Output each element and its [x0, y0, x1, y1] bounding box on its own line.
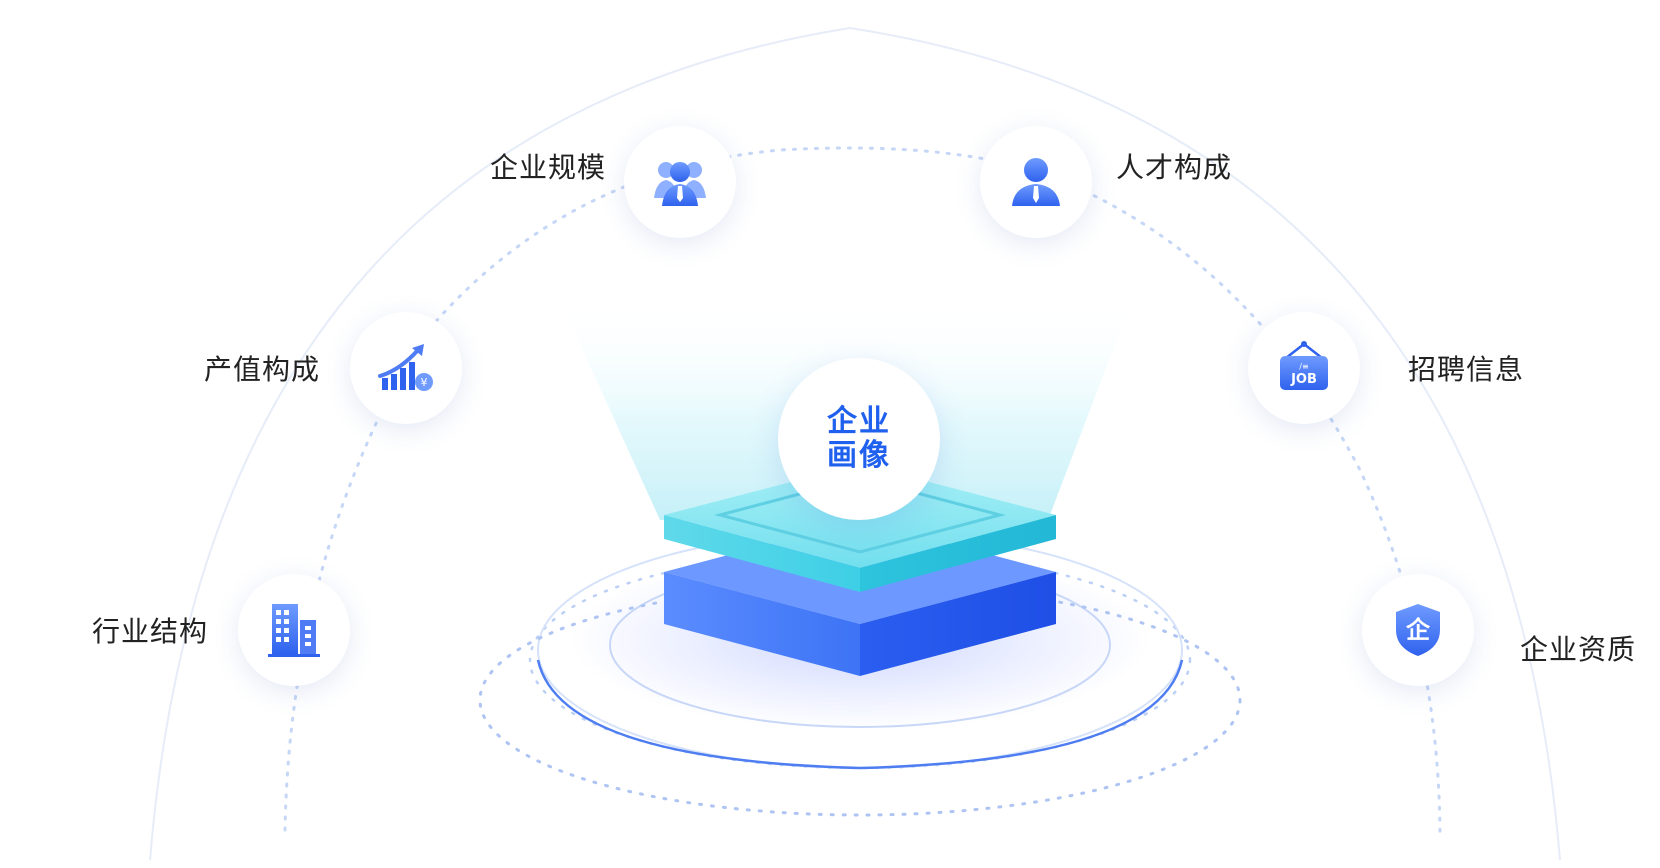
label-recruitment-info: 招聘信息 [1408, 353, 1525, 386]
label-enterprise-scale: 企业规模 [490, 151, 607, 184]
center-title-line2: 画像 [827, 438, 891, 473]
growth-chart-yen-icon: ¥ [378, 344, 433, 391]
svg-text:¥: ¥ [421, 376, 428, 389]
node-enterprise-qualification[interactable]: 企 [1362, 574, 1474, 686]
label-output-value: 产值构成 [204, 353, 321, 386]
svg-text:/≡: /≡ [1299, 362, 1308, 371]
label-enterprise-qualification: 企业资质 [1520, 633, 1637, 666]
node-industry-structure[interactable] [238, 574, 350, 686]
node-enterprise-scale[interactable] [624, 126, 736, 238]
label-talent-composition: 人才构成 [1116, 151, 1233, 184]
svg-text:企: 企 [1406, 616, 1431, 644]
node-output-value[interactable]: ¥ [350, 312, 462, 424]
label-industry-structure: 行业结构 [92, 615, 209, 648]
center-enterprise-profile: 企业 画像 [778, 358, 940, 520]
node-talent-composition[interactable] [980, 126, 1092, 238]
people-group-icon [654, 162, 706, 206]
svg-text:JOB: JOB [1290, 372, 1317, 387]
shield-qi-icon: 企 [1396, 604, 1440, 656]
node-recruitment-info[interactable]: /≡ JOB [1248, 312, 1360, 424]
center-title-line1: 企业 [827, 404, 891, 439]
buildings-icon [268, 604, 320, 657]
job-sign-icon: /≡ JOB [1280, 341, 1328, 390]
person-tie-icon [1012, 158, 1060, 206]
